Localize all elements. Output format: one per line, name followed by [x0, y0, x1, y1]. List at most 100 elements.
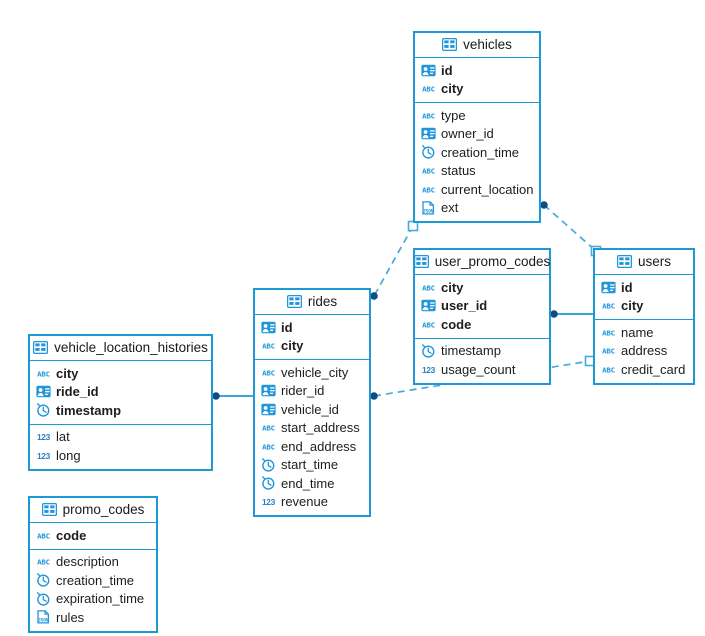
column-row-rider_id[interactable]: rider_id [261, 382, 363, 401]
edge-user_promo_codes-to-users[interactable] [550, 310, 593, 318]
column-row-start_time[interactable]: start_time [261, 456, 363, 475]
table-header-promo_codes[interactable]: promo_codes [30, 498, 156, 523]
column-row-current_location[interactable]: ABC current_location [421, 180, 533, 199]
column-row-description[interactable]: ABC description [36, 553, 150, 572]
edge-end-dot-marker [370, 292, 378, 300]
table-icon [286, 294, 302, 309]
clock-icon [261, 457, 276, 472]
column-name-label: type [441, 107, 466, 123]
abc-text-icon: ABC [601, 362, 616, 377]
abc-text-icon: ABC [421, 163, 436, 178]
column-name-label: start_address [281, 420, 360, 436]
column-row-end_time[interactable]: end_time [261, 474, 363, 493]
table-node-user_promo_codes[interactable]: user_promo_codes ABC city user_id ABC co… [413, 248, 551, 385]
column-row-long[interactable]: 123 long [36, 446, 205, 465]
column-row-city[interactable]: ABC city [261, 337, 363, 356]
table-node-rides[interactable]: rides id ABC city ABC vehicle_city rider… [253, 288, 371, 517]
svg-text:ABC: ABC [422, 85, 435, 94]
svg-text:ABC: ABC [37, 558, 50, 567]
column-row-code[interactable]: ABC code [421, 315, 543, 334]
column-name-label: owner_id [441, 126, 494, 142]
column-row-creation_time[interactable]: creation_time [36, 571, 150, 590]
svg-text:123: 123 [422, 365, 436, 375]
table-header-rides[interactable]: rides [255, 290, 369, 315]
column-row-id[interactable]: id [261, 318, 363, 337]
column-row-vehicle_id[interactable]: vehicle_id [261, 400, 363, 419]
edge-start-dot-marker [212, 392, 220, 400]
column-row-address[interactable]: ABC address [601, 342, 687, 361]
abc-text-icon: ABC [261, 439, 276, 454]
column-row-vehicle_city[interactable]: ABC vehicle_city [261, 363, 363, 382]
column-row-user_id[interactable]: user_id [421, 297, 543, 316]
column-name-label: long [56, 447, 81, 463]
column-row-creation_time[interactable]: creation_time [421, 143, 533, 162]
column-row-revenue[interactable]: 123 revenue [261, 493, 363, 512]
column-row-city[interactable]: ABC city [36, 364, 205, 383]
svg-text:ABC: ABC [602, 347, 615, 356]
svg-text:ABC: ABC [37, 531, 50, 540]
json-file-icon: JSON [421, 200, 436, 215]
column-row-city[interactable]: ABC city [421, 80, 533, 99]
table-node-vehicle_location_histories[interactable]: vehicle_location_histories ABC city ride… [28, 334, 213, 471]
column-name-label: description [56, 554, 119, 570]
id-badge-icon [36, 384, 51, 399]
column-name-label: vehicle_city [281, 364, 349, 380]
svg-text:ABC: ABC [602, 302, 615, 311]
columns-section-user_promo_codes: timestamp 123 usage_count [415, 337, 549, 383]
column-row-city[interactable]: ABC city [421, 278, 543, 297]
column-name-label: ext [441, 200, 459, 216]
svg-text:JSON: JSON [423, 208, 434, 214]
abc-text-icon: ABC [421, 108, 436, 123]
column-row-id[interactable]: id [601, 278, 687, 297]
edge-start-dot-marker [370, 392, 378, 400]
table-node-users[interactable]: users id ABC city ABC name ABC address A… [593, 248, 695, 385]
table-header-vehicles[interactable]: vehicles [415, 33, 539, 58]
table-node-vehicles[interactable]: vehicles id ABC city ABC type owner_id [413, 31, 541, 223]
column-row-type[interactable]: ABC type [421, 106, 533, 125]
column-name-label: code [56, 527, 87, 543]
column-row-start_address[interactable]: ABC start_address [261, 419, 363, 438]
column-row-timestamp[interactable]: timestamp [36, 401, 205, 420]
svg-text:ABC: ABC [37, 369, 50, 378]
edge-vehicles-to-rides[interactable] [370, 220, 419, 300]
clock-icon [421, 343, 436, 358]
column-row-name[interactable]: ABC name [601, 323, 687, 342]
svg-text:ABC: ABC [422, 185, 435, 194]
abc-text-icon: ABC [421, 81, 436, 96]
table-name-label: rides [307, 294, 338, 309]
table-icon [616, 254, 632, 269]
column-row-ride_id[interactable]: ride_id [36, 383, 205, 402]
column-row-rules[interactable]: JSON rules [36, 608, 150, 627]
edge-vehicle_location_histories-to-rides[interactable] [212, 392, 253, 400]
number-123-icon: 123 [421, 362, 436, 377]
column-row-ext[interactable]: JSON ext [421, 199, 533, 218]
column-row-lat[interactable]: 123 lat [36, 428, 205, 447]
table-header-users[interactable]: users [595, 250, 693, 275]
abc-text-icon: ABC [421, 182, 436, 197]
table-node-promo_codes[interactable]: promo_codes ABC code ABC description cre… [28, 496, 158, 633]
abc-text-icon: ABC [36, 554, 51, 569]
columns-section-vehicle_location_histories: 123 lat 123 long [30, 423, 211, 469]
column-row-expiration_time[interactable]: expiration_time [36, 590, 150, 609]
column-row-usage_count[interactable]: 123 usage_count [421, 360, 543, 379]
table-icon [413, 254, 429, 269]
column-row-status[interactable]: ABC status [421, 162, 533, 181]
number-123-icon: 123 [261, 494, 276, 509]
column-row-timestamp[interactable]: timestamp [421, 342, 543, 361]
clock-icon [261, 476, 276, 491]
column-row-code[interactable]: ABC code [36, 526, 150, 545]
column-row-owner_id[interactable]: owner_id [421, 125, 533, 144]
clock-icon [36, 403, 51, 418]
table-header-user_promo_codes[interactable]: user_promo_codes [413, 250, 550, 275]
column-row-end_address[interactable]: ABC end_address [261, 437, 363, 456]
column-name-label: city [441, 279, 464, 295]
column-row-id[interactable]: id [421, 61, 533, 80]
table-icon [33, 340, 49, 355]
column-name-label: city [441, 81, 464, 97]
column-row-city[interactable]: ABC city [601, 297, 687, 316]
column-row-credit_card[interactable]: ABC credit_card [601, 360, 687, 379]
column-name-label: id [441, 62, 453, 78]
svg-text:123: 123 [262, 497, 276, 507]
svg-text:ABC: ABC [262, 442, 275, 451]
table-header-vehicle_location_histories[interactable]: vehicle_location_histories [30, 336, 211, 361]
